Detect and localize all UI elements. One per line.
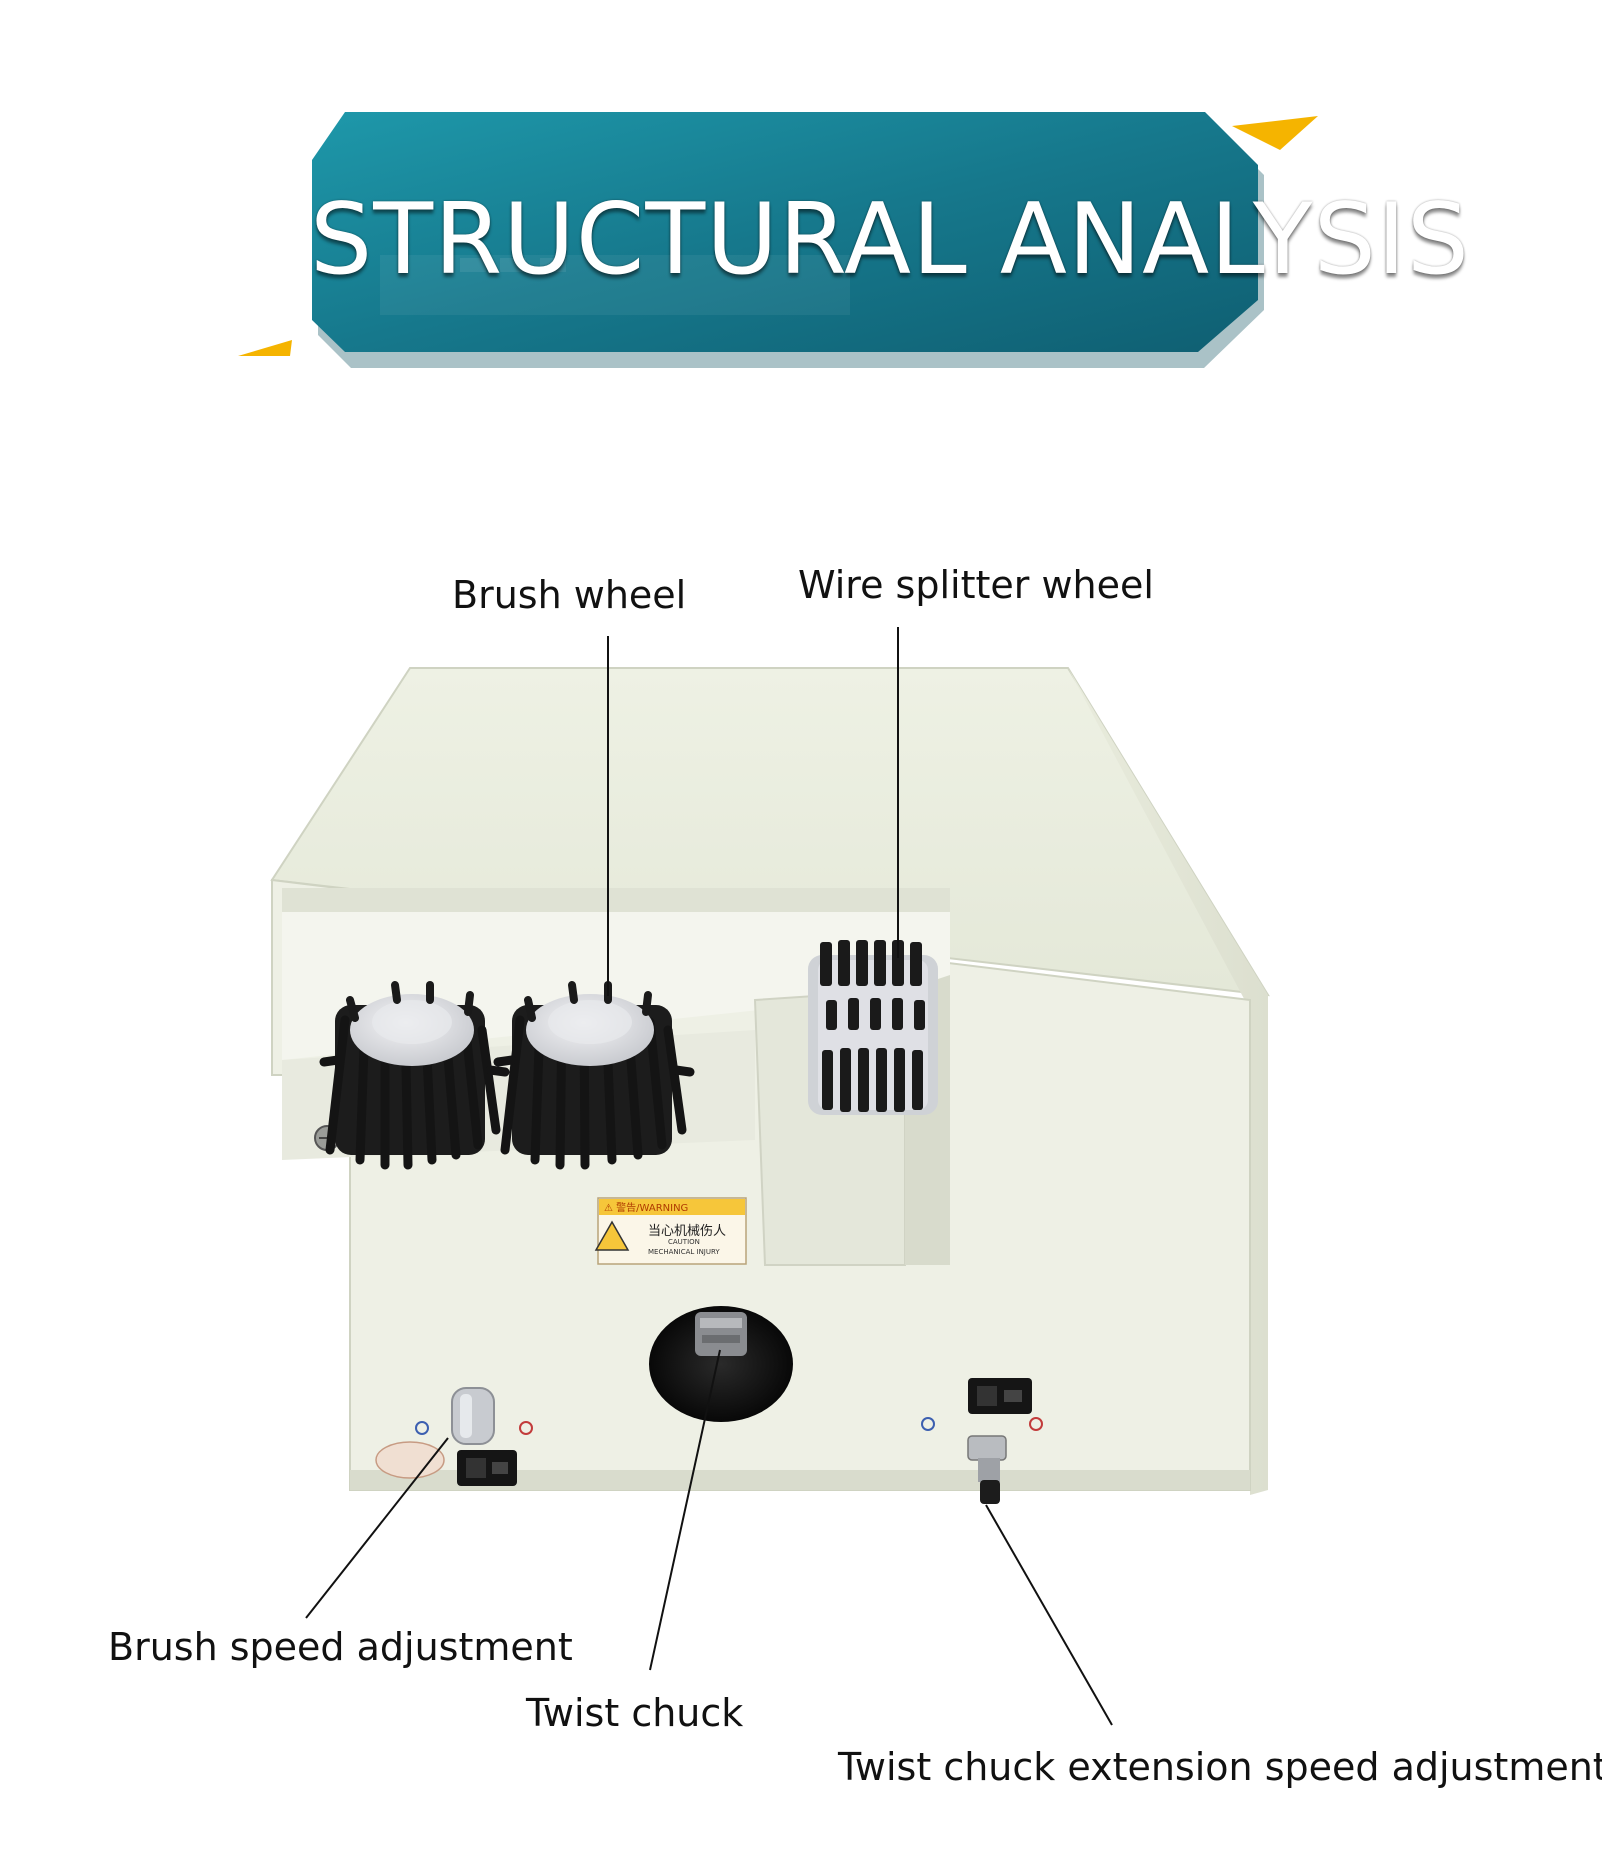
label-wire-splitter-wheel: Wire splitter wheel xyxy=(798,563,1154,607)
twist-chuck xyxy=(649,1306,793,1422)
brush-wheel-right xyxy=(493,981,695,1170)
minus-indicator-icon xyxy=(415,1421,429,1435)
label-brush-wheel: Brush wheel xyxy=(452,573,687,617)
accent-triangle-bottom-left xyxy=(238,340,292,356)
minus-indicator-icon xyxy=(921,1417,935,1431)
accent-triangle-top-right xyxy=(1232,116,1318,150)
round-badge-icon xyxy=(375,1441,445,1479)
warning-sticker-header: ⚠ 警告/WARNING xyxy=(604,1203,689,1214)
title-banner xyxy=(312,112,1264,368)
warning-sticker-line3: MECHANICAL INJURY xyxy=(648,1248,720,1256)
leader-twist-chuck xyxy=(649,1349,721,1671)
label-brush-speed-adjustment: Brush speed adjustment xyxy=(108,1625,573,1669)
leader-twist-chuck-extension xyxy=(985,1504,1113,1726)
brush-power-switch[interactable] xyxy=(457,1450,517,1486)
plus-indicator-icon xyxy=(519,1421,533,1435)
leader-brush-speed-adjustment xyxy=(305,1437,449,1619)
banner-title: STRUCTURAL ANALYSIS xyxy=(310,183,1470,297)
warning-sticker-line2: CAUTION xyxy=(668,1238,700,1246)
label-twist-chuck-extension-speed-adjustment: Twist chuck extension speed adjustment xyxy=(838,1745,1602,1789)
wire-splitter-wheel xyxy=(808,940,938,1115)
warning-sticker xyxy=(594,1197,747,1265)
chuck-power-switch[interactable] xyxy=(968,1378,1032,1414)
brush-speed-knob[interactable] xyxy=(451,1387,495,1445)
label-twist-chuck: Twist chuck xyxy=(526,1691,744,1735)
leader-lines xyxy=(305,627,1113,1726)
brush-wheel-left xyxy=(319,981,510,1170)
chuck-speed-valve[interactable] xyxy=(967,1435,1007,1504)
warning-sticker-line1: 当心机械伤人 xyxy=(648,1224,727,1239)
plus-indicator-icon xyxy=(1029,1417,1043,1431)
